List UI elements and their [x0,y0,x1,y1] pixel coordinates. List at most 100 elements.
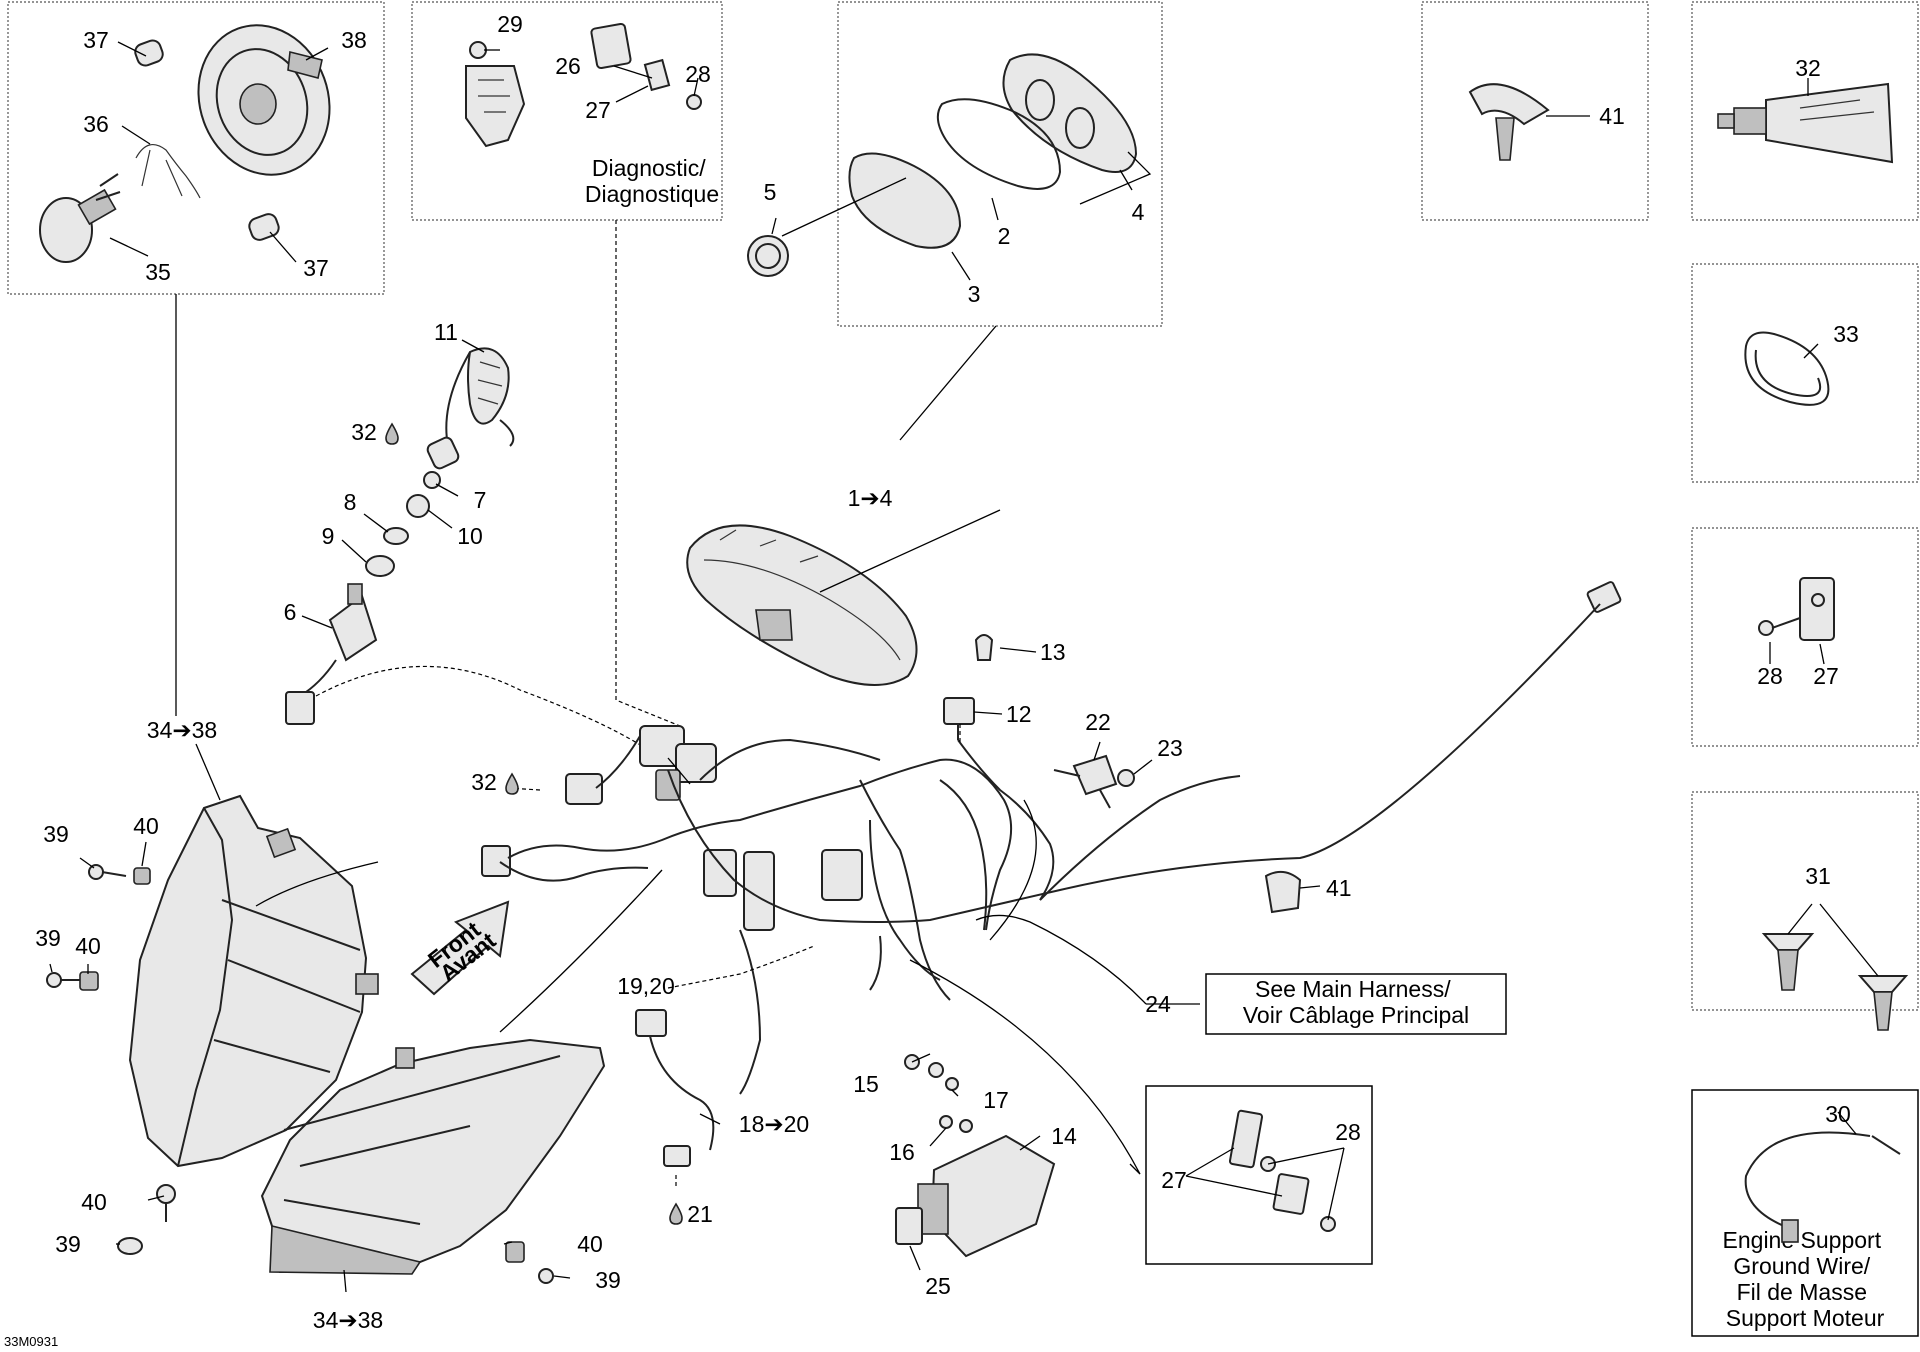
headlamp-right-assembly [260,1038,606,1275]
clip-box [1691,527,1919,747]
callout-40-mid: 40 [75,933,101,959]
ground-wire-line-1: Engine Support [1723,1227,1882,1253]
callout-11: 11 [434,319,458,345]
washer-9 [365,555,395,577]
callout-24: 24 [1145,991,1171,1017]
drawing-ref: 33M0931 [4,1334,58,1349]
callout-16: 16 [889,1139,915,1165]
long-lead-connector [1586,581,1622,613]
rivet-31 [1761,933,1909,1031]
callout-6: 6 [284,599,297,625]
callout-10: 10 [457,523,483,549]
callout-14: 14 [1051,1123,1077,1149]
headlamp-detail-box [7,1,385,295]
diagnostic-nut-28 [686,94,702,110]
sensor-6 [285,583,378,725]
callout-41-box: 41 [1599,103,1625,129]
diagnostic-nut-29 [469,41,487,59]
callout-28-box: 28 [1757,663,1783,689]
callout-36: 36 [83,111,109,137]
diagnostic-label: Diagnostic/ Diagnostique [585,155,719,207]
ground-wire-line-2: Ground Wire/ [1733,1253,1870,1279]
callout-27-bracket: 27 [1161,1167,1187,1193]
main-harness-label: See Main Harness/ Voir Câblage Principal [1243,976,1469,1028]
diagnostic-line-2: Diagnostique [585,181,719,207]
callout-34-38-lower: 34➔38 [313,1307,383,1333]
ground-wire-line-4: Support Moteur [1726,1305,1885,1331]
nut-10 [406,494,430,518]
callout-27-box: 27 [1813,663,1839,689]
bulb-13 [974,634,994,661]
connector-32-harness [565,773,603,805]
callout-1-4: 1➔4 [848,485,893,511]
drop-icon-sensor-21 [669,1202,683,1225]
harness-connector-mid [703,849,863,931]
bulb-socket-boot-lower [248,213,280,241]
strap-33 [1744,331,1830,406]
callout-32-box: 32 [1795,55,1821,81]
callout-40-upper: 40 [133,813,159,839]
callout-41-harness: 41 [1326,875,1352,901]
callout-31: 31 [1805,863,1831,889]
sensor-21 [663,1145,691,1167]
main-connector-block [639,725,717,801]
ground-wire-line-3: Fil de Masse [1737,1279,1867,1305]
grease-tube-box [1691,1,1919,221]
sensor-22 [1053,754,1118,809]
callout-28-diagnostic: 28 [685,61,711,87]
rivet-box [1691,791,1919,1011]
diagnostic-bracket [465,65,526,148]
callout-29: 29 [497,11,523,37]
callout-38: 38 [341,27,367,53]
callout-34-38-upper: 34➔38 [147,717,217,743]
diagnostic-clip-27 [643,58,671,92]
callout-22: 22 [1085,709,1111,735]
gauge-detail-box [837,1,1163,327]
front-arrow: Front Avant [410,900,510,996]
gauge-housing-4 [1002,53,1138,173]
callout-39-upper: 39 [43,821,69,847]
callout-13: 13 [1040,639,1066,665]
diagnostic-line-1: Diagnostic/ [592,155,706,181]
callout-23: 23 [1157,735,1183,761]
washer-8 [383,527,409,545]
callout-28-bracket: 28 [1335,1119,1361,1145]
headlamp-reflector [197,24,331,176]
callout-30: 30 [1825,1101,1851,1127]
ground-wire-label: Engine Support Ground Wire/ Fil de Masse… [1723,1227,1888,1331]
clip-41-harness [1264,870,1302,914]
screw-28-detail [1758,617,1801,636]
headlamp-bulb [39,173,121,263]
callout-40-lower-left: 40 [81,1189,107,1215]
headlamp-left-assembly [128,794,379,1168]
clip-27-detail [1799,577,1835,641]
sensor-boot-11 [445,347,515,447]
fastener-39-40-c [117,1184,176,1255]
callout-25: 25 [925,1273,951,1299]
callout-4: 4 [1132,199,1145,225]
callout-15: 15 [853,1071,879,1097]
callout-18-20: 18➔20 [739,1111,809,1137]
callout-40-lower-right: 40 [577,1231,603,1257]
callout-12: 12 [1006,701,1032,727]
strap-box [1691,263,1919,483]
callout-19-20: 19,20 [617,973,675,999]
callout-32-sensor: 32 [351,419,377,445]
main-harness-trunk [507,758,1013,931]
callout-32-harness: 32 [471,769,497,795]
nut-23 [1117,769,1135,787]
callout-26: 26 [555,53,581,79]
module-14 [917,1134,1056,1258]
connector-19-20 [635,1009,715,1151]
relay-12 [943,697,975,740]
bulb-retaining-spring [135,143,201,199]
connector-25 [895,1207,923,1245]
fastener-39-40-b [46,971,99,991]
fastener-41 [1468,83,1550,161]
gauge-lens-2 [936,98,1062,190]
callout-9: 9 [322,523,335,549]
callout-39-lower-right: 39 [595,1267,621,1293]
callout-8: 8 [344,489,357,515]
main-harness-line-1: See Main Harness/ [1255,976,1451,1002]
fastener-39-40-a [88,864,151,885]
